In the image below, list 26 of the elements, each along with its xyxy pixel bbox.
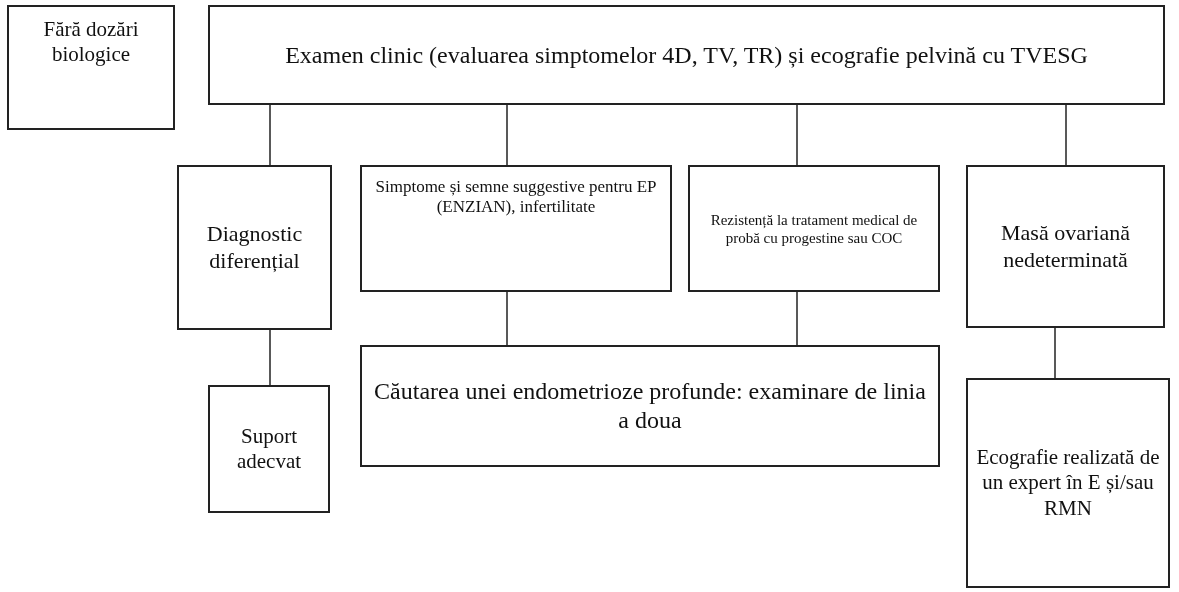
box-text: Diagnostic diferențial — [205, 221, 304, 274]
flow-box — [966, 165, 1165, 328]
flow-box — [966, 378, 1170, 588]
connector-line — [506, 104, 508, 166]
box-text: Ecografie realizată de un expert în E și/sau RMN — [976, 445, 1160, 521]
box-text: Masă ovariană nedeterminată — [1000, 220, 1131, 273]
connector-line — [269, 104, 271, 166]
connector-line — [506, 291, 508, 346]
box-text: Căutarea unei endometrioze profunde: examinare de linia a doua — [373, 377, 927, 435]
connector-line — [269, 329, 271, 386]
connector-line — [1065, 104, 1067, 166]
box-text: Suport adecvat — [235, 423, 303, 475]
box-text: Simptome și semne suggestive pentru EP (ENZIAN), infertilitate — [374, 177, 658, 218]
connector-line — [796, 291, 798, 346]
flow-box — [688, 165, 940, 292]
box-text: Rezistență la tratament medical de probă cu progestine sau COC — [709, 210, 919, 247]
flow-box — [360, 165, 672, 292]
flow-box — [7, 5, 175, 130]
box-text: Fără dozări biologice — [42, 17, 140, 68]
flow-box — [208, 385, 330, 513]
box-text: Examen clinic (evaluarea simptomelor 4D, TV, TR) și ecografie pelvină cu TVESG — [285, 40, 1088, 70]
flow-box — [177, 165, 332, 330]
flow-box — [208, 5, 1165, 105]
connector-line — [796, 104, 798, 166]
connector-line — [1054, 327, 1056, 379]
flow-box — [360, 345, 940, 467]
